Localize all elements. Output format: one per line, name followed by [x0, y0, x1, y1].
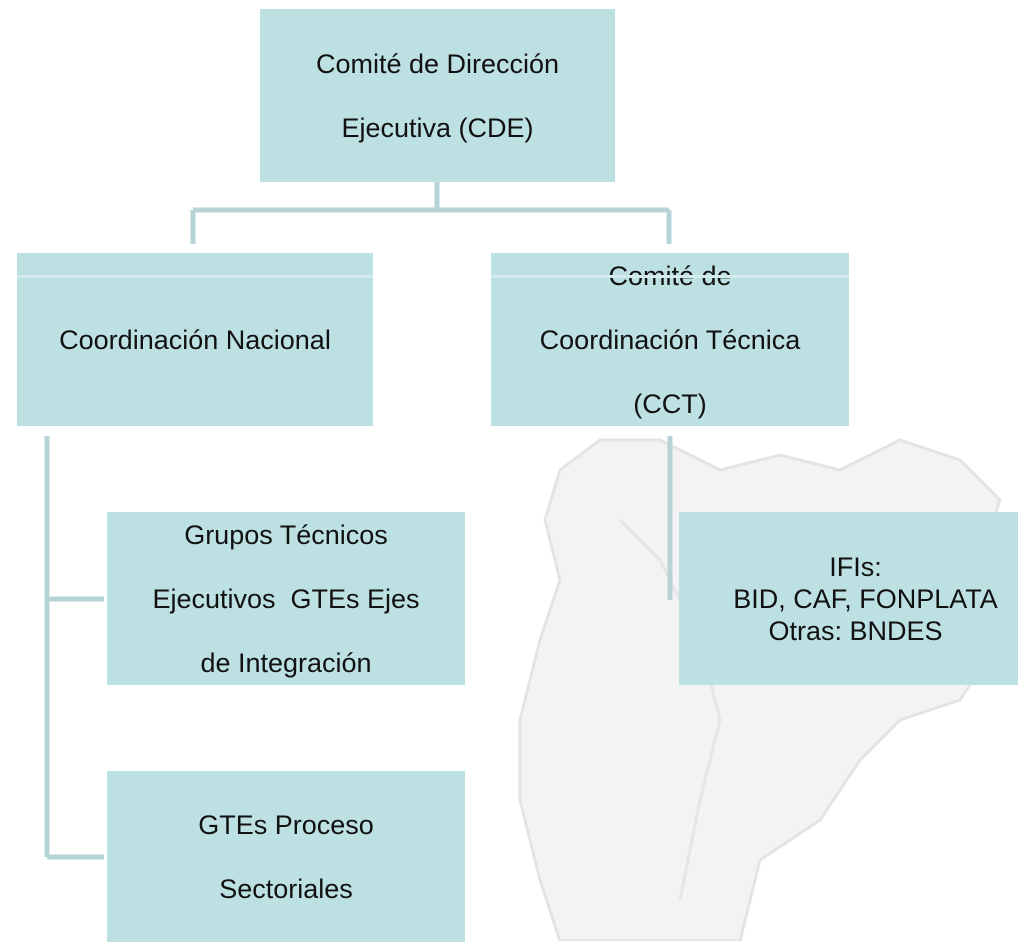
node-cde: Comité de Dirección Ejecutiva (CDE): [260, 9, 615, 182]
node-coordinacion-nacional-line-1: Coordinación Nacional: [59, 324, 331, 355]
node-cct-line-2: Coordinación Técnica: [539, 324, 801, 355]
node-ifis-line-2: BID, CAF, FONPLATA: [733, 583, 998, 614]
node-gtes-sectoriales: GTEs Proceso Sectoriales: [107, 771, 465, 942]
node-gte-ejes: Grupos Técnicos Ejecutivos GTEs Ejes de …: [107, 512, 465, 685]
node-gte-ejes-line-1: Grupos Técnicos: [184, 519, 388, 550]
node-cct: Comité de Coordinación Técnica (CCT): [491, 253, 849, 426]
connector-cde-to-children: [190, 182, 672, 244]
node-band: [491, 275, 849, 278]
node-band: [17, 275, 373, 278]
node-cct-line-3: (CCT): [633, 388, 707, 419]
node-coordinacion-nacional: Coordinación Nacional: [17, 253, 373, 426]
node-gte-ejes-line-3: de Integración: [200, 647, 372, 678]
connector-cn-to-gtes: [44, 436, 104, 860]
node-gte-ejes-line-2: Ejecutivos GTEs Ejes: [152, 583, 420, 614]
node-cde-line-2: Ejecutiva (CDE): [341, 112, 534, 143]
node-ifis-line-3: Otras: BNDES: [768, 615, 943, 646]
node-gtes-sectoriales-line-1: GTEs Proceso: [198, 809, 374, 840]
node-ifis-line-1: IFIs:: [829, 551, 882, 582]
node-cde-line-1: Comité de Dirección: [315, 48, 560, 79]
node-ifis: IFIs: BID, CAF, FONPLATA Otras: BNDES: [679, 512, 1018, 685]
node-gtes-sectoriales-line-2: Sectoriales: [219, 873, 353, 904]
